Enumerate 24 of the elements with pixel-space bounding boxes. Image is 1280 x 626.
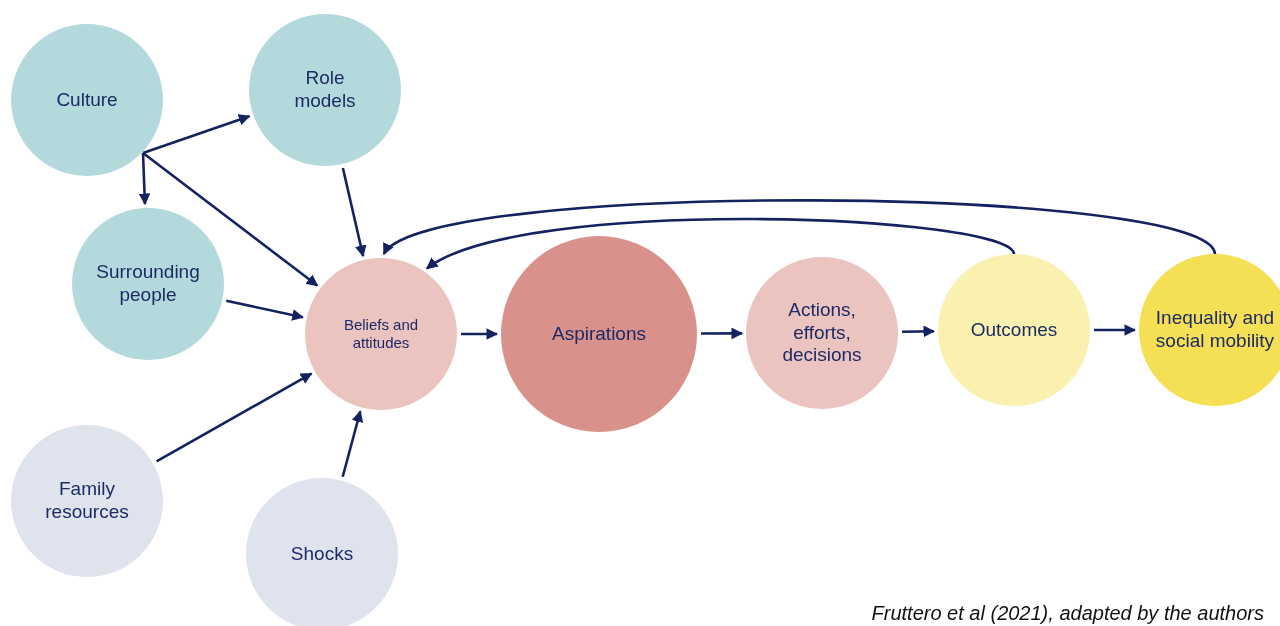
arrow	[701, 327, 744, 340]
arrow	[341, 410, 364, 478]
node-label: Aspirations	[552, 322, 646, 346]
arrow	[341, 167, 367, 258]
node-label: Role models	[293, 67, 357, 113]
node-label: Inequality and social mobility	[1155, 307, 1275, 353]
node-label: Outcomes	[970, 318, 1058, 342]
node-label: Shocks	[290, 542, 354, 566]
arrow	[461, 328, 499, 340]
node-label: Culture	[56, 88, 118, 112]
arrow	[425, 217, 1015, 270]
node-label: Family resources	[44, 478, 130, 524]
arrow	[1094, 324, 1137, 336]
node-label: Surrounding people	[95, 261, 201, 307]
arrow	[142, 114, 251, 155]
arrow	[225, 299, 304, 321]
arrow	[382, 199, 1216, 256]
arrow	[138, 152, 151, 206]
arrow	[142, 151, 319, 287]
node-label: Actions, efforts, decisions	[781, 298, 863, 368]
arrow	[901, 325, 936, 338]
node-label: Beliefs and attitudes	[342, 316, 420, 352]
arrow	[155, 372, 313, 463]
caption: Fruttero et al (2021), adapted by the authors	[871, 601, 1264, 626]
